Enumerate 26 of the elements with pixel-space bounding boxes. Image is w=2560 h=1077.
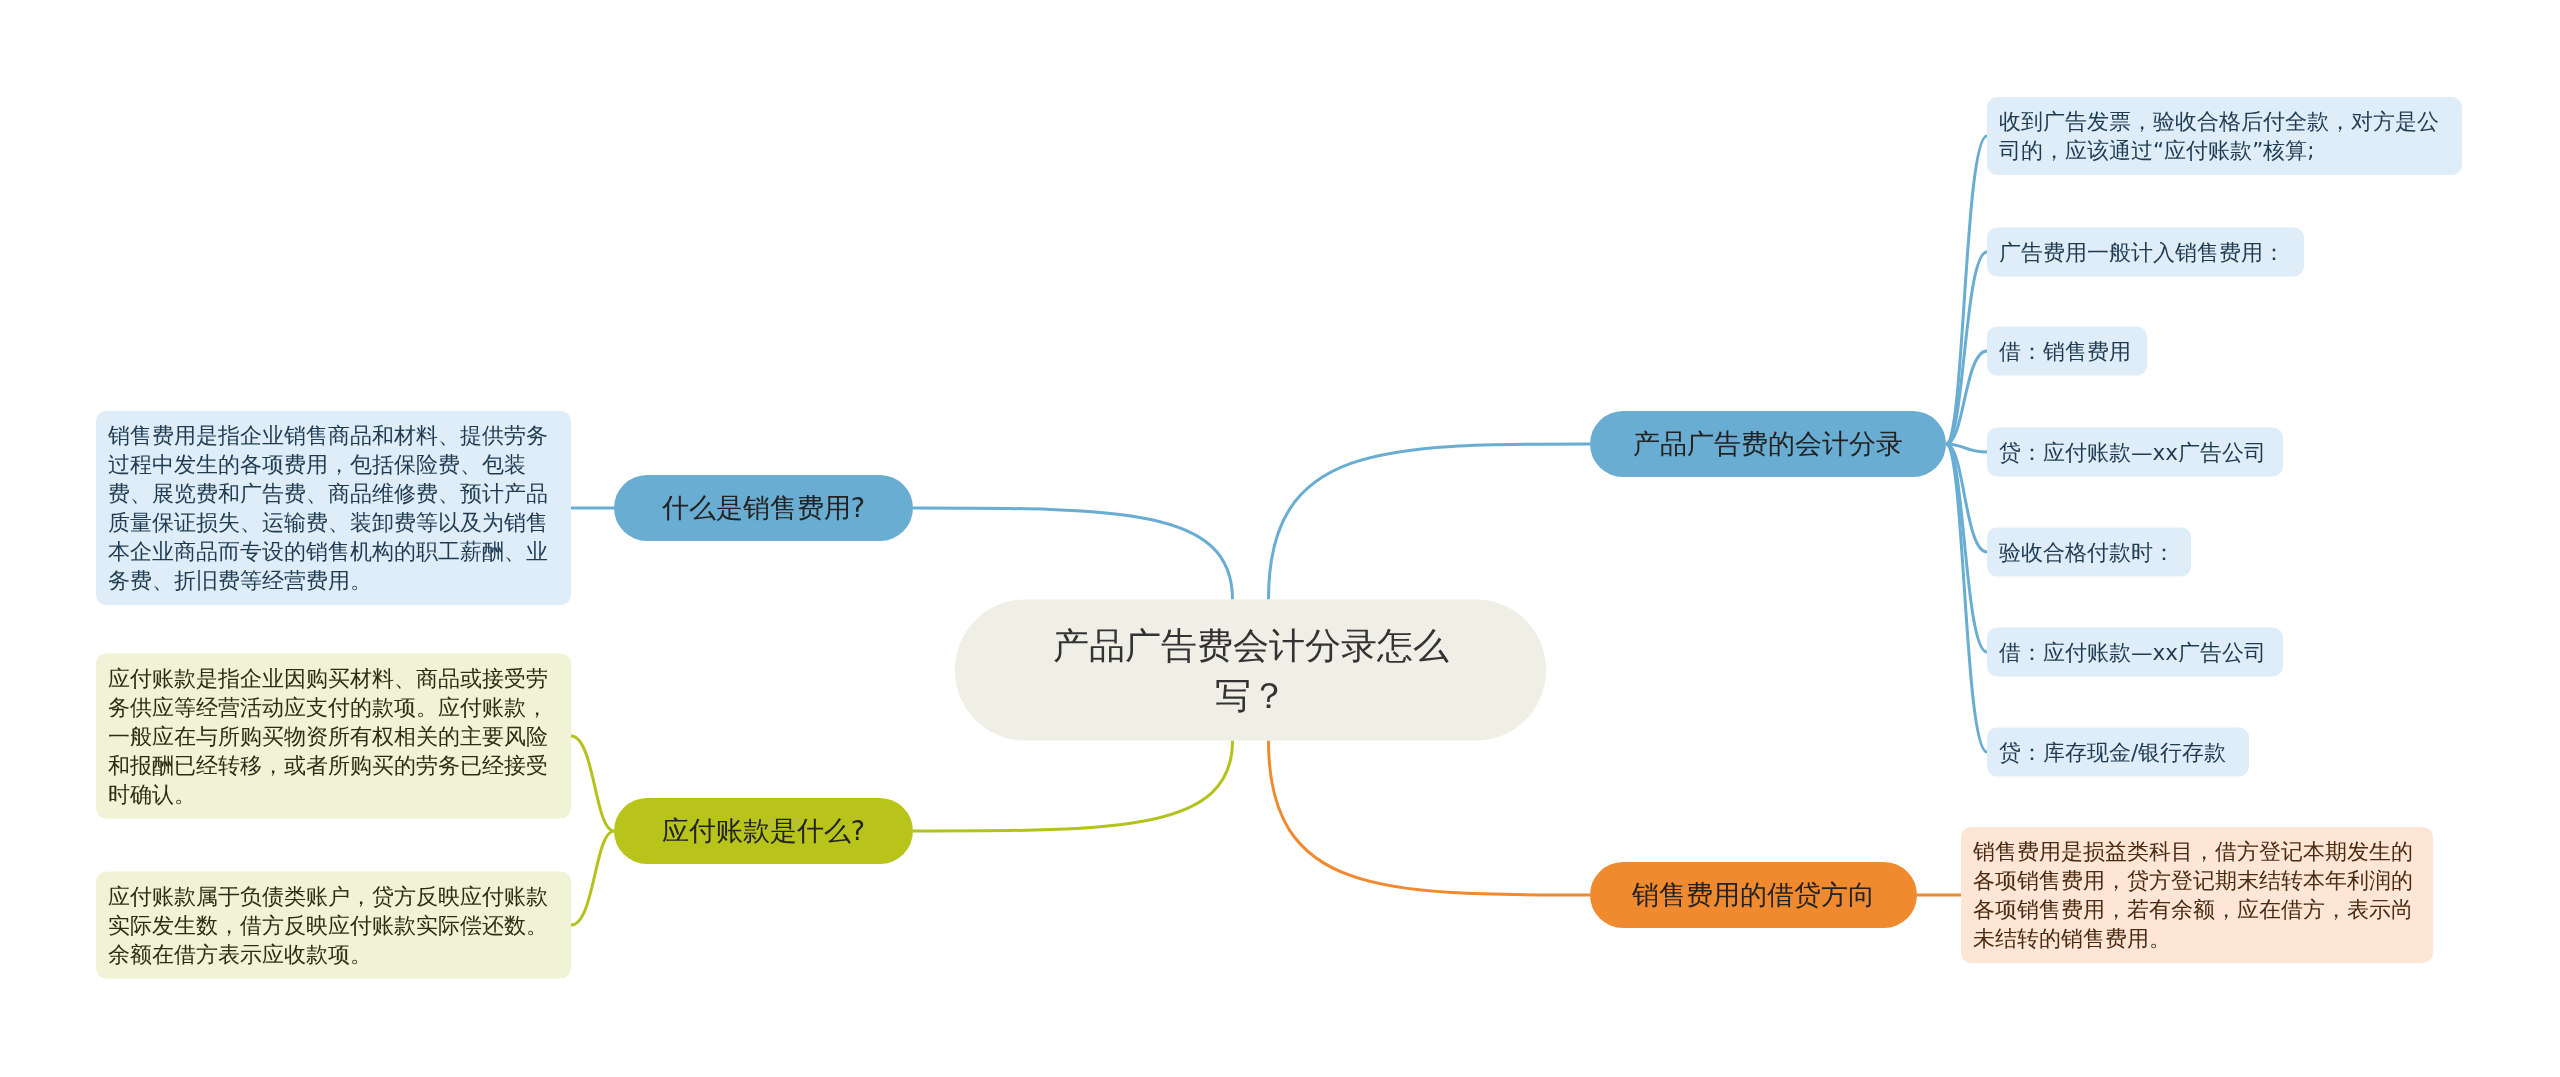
note-box: 验收合格付款时： — [1987, 527, 2191, 577]
note-box: 贷：应付账款—xx广告公司 — [1987, 427, 2283, 477]
note-box: 销售费用是指企业销售商品和材料、提供劳务过程中发生的各项费用，包括保险费、包装费、展览费和广告费、商品维修费、预计产品质量保证损失、运输费、装卸费等以及为销售本企业商品而专设的销售机构的职工薪酬、业务费、折旧费等经营费用。 — [96, 411, 571, 605]
note-box: 销售费用是损益类科目，借方登记本期发生的各项销售费用，贷方登记期末结转本年利润的各项销售费用，若有余额，应在借方，表示尚未结转的销售费用。 — [1961, 827, 2433, 963]
note-box: 广告费用一般计入销售费用： — [1987, 227, 2304, 277]
central-topic: 产品广告费会计分录怎么写？ — [955, 599, 1546, 741]
connector-line — [1917, 893, 1961, 897]
connector-line — [1267, 442, 1590, 600]
note-box: 收到广告发票，验收合格后付全款，对方是公司的，应该通过“应付账款”核算; — [1987, 97, 2462, 175]
note-box: 应付账款是指企业因购买材料、商品或接受劳务供应等经营活动应支付的款项。应付账款，一般应在与所购买物资所有权相关的主要风险和报酬已经转移，或者所购买的劳务已经接受时确认。 — [96, 653, 571, 819]
note-box: 借：应付账款—xx广告公司 — [1987, 627, 2283, 677]
connector-line — [1267, 740, 1590, 897]
connector-line — [1944, 135, 1989, 445]
connector-line — [571, 506, 614, 510]
connector-line — [1944, 443, 1989, 753]
connector-line — [913, 506, 1234, 600]
connector-line — [570, 734, 615, 833]
topic-box: 销售费用的借贷方向 — [1590, 862, 1917, 928]
topic-box: 产品广告费的会计分录 — [1590, 411, 1946, 477]
topic-box: 应付账款是什么? — [614, 798, 913, 864]
connector-line — [570, 829, 615, 927]
note-box: 借：销售费用 — [1987, 326, 2147, 376]
note-box: 应付账款属于负债类账户，贷方反映应付账款实际发生数，借方反映应付账款实际偿还数。余额在借方表示应收款项。 — [96, 871, 571, 979]
connector-line — [913, 740, 1234, 833]
topic-box: 什么是销售费用? — [614, 475, 913, 541]
note-box: 贷：库存现金/银行存款 — [1987, 727, 2249, 777]
